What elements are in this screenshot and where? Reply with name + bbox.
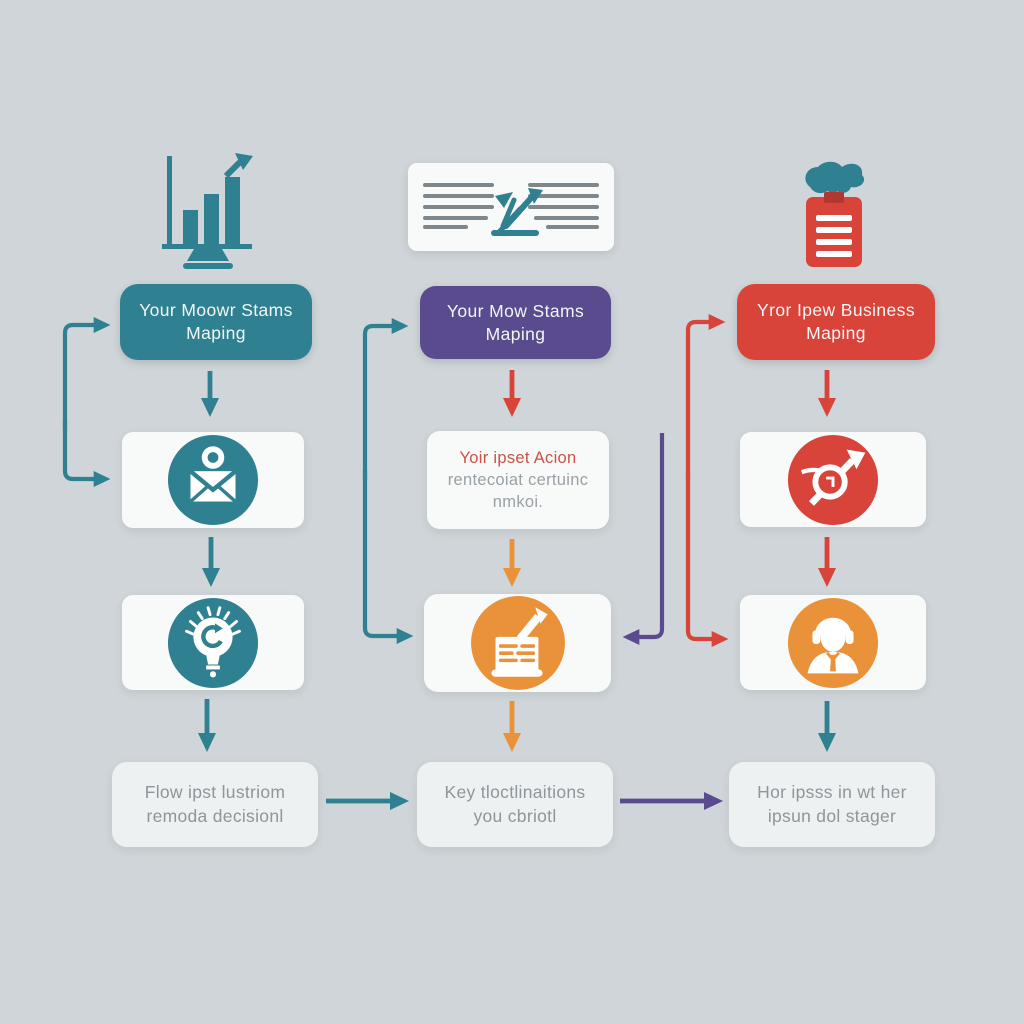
step3-box-column-2 — [424, 594, 611, 692]
note-pencil-icon — [470, 596, 565, 690]
step2-text-line2: rentecoiat certuinc — [447, 470, 589, 489]
bar-chart-growth-icon — [162, 153, 253, 269]
header-column-3: Yror Ipew Business Maping — [737, 284, 935, 360]
arrow-bracket-mid-to-header2 — [362, 318, 409, 480]
header-column-1: Your Moowr Stams Maping — [120, 284, 312, 360]
document-pen-card-icon — [408, 163, 614, 251]
step2-text-line1: Yoir ipset Acion — [459, 448, 577, 467]
target-arrow-icon — [787, 434, 879, 525]
step4-box-column-1: Flow ipst lustriom remoda decisionl — [112, 762, 318, 847]
arrow-bracket-left-to-header1 — [62, 317, 111, 430]
arrow-bracket-red-to-header3 — [685, 314, 726, 480]
step3-box-column-3 — [740, 595, 926, 690]
header-column-2-label: Your Mow Stams Maping — [446, 300, 585, 344]
envelope-contact-icon — [167, 434, 259, 526]
header-column-2: Your Mow Stams Maping — [420, 286, 611, 359]
header-column-1-label: Your Moowr Stams Maping — [139, 300, 293, 343]
step4-box-column-2: Key tloctlinaitions you cbriotl — [417, 762, 613, 847]
arrow-bracket-red-to-step3-3 — [685, 470, 729, 647]
lightbulb-idea-icon — [167, 597, 259, 688]
step4-text-column-2: Key tloctlinaitions you cbriotl — [444, 781, 586, 826]
arrow-elbow-purple-to-step3-2 — [622, 433, 665, 645]
step3-box-column-1 — [122, 595, 304, 690]
clipboard-report-icon — [805, 161, 865, 267]
step4-text-column-1: Flow ipst lustriom remoda decisionl — [144, 781, 286, 826]
arrow-bracket-mid-to-step3-2 — [362, 470, 414, 644]
step2-box-column-2: Yoir ipset Acion rentecoiat certuinc nmk… — [427, 431, 609, 529]
arrow-bracket-left-to-step2-1 — [62, 420, 111, 487]
step4-text-column-3: Hor ipsss in wt her ipsun dol stager — [757, 781, 907, 826]
step2-box-column-3 — [740, 432, 926, 527]
step2-text-line3: nmkoi. — [492, 493, 544, 512]
step2-text-column-2: Yoir ipset Acion rentecoiat certuinc nmk… — [448, 447, 589, 514]
step4-box-column-3: Hor ipsss in wt her ipsun dol stager — [729, 762, 935, 847]
support-agent-icon — [787, 597, 879, 688]
header-column-3-label: Yror Ipew Business Maping — [757, 300, 915, 343]
step2-box-column-1 — [122, 432, 304, 528]
